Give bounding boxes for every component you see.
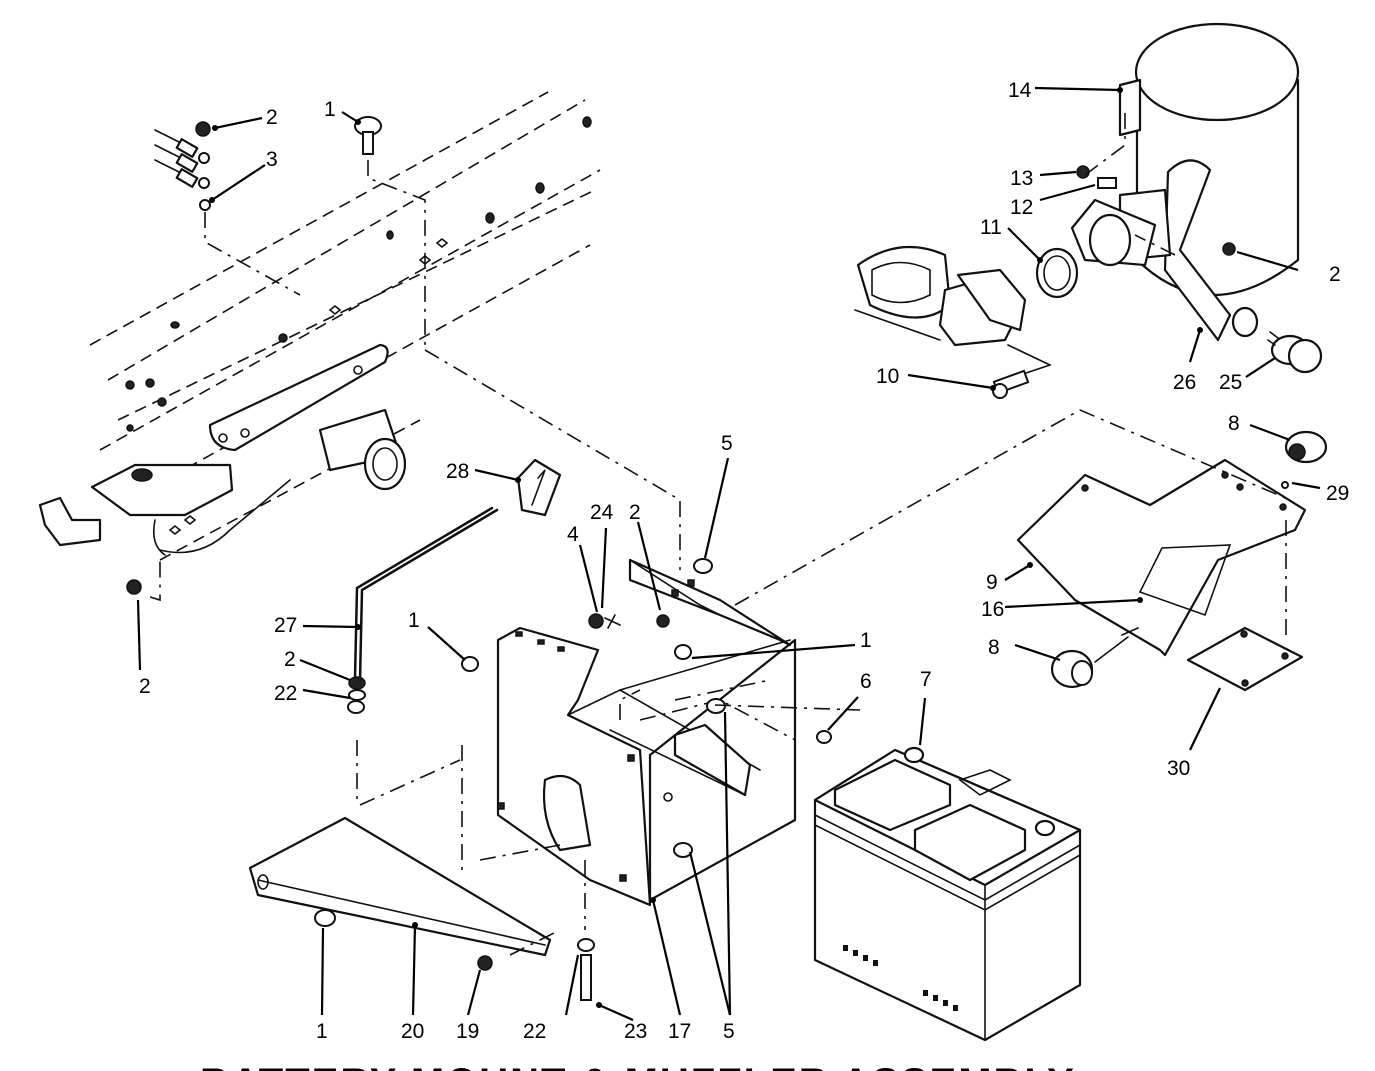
callout-1-bottom: 1 <box>316 1020 328 1043</box>
callout-7: 7 <box>920 668 932 691</box>
washer-22-rod <box>348 689 366 701</box>
leader-dots <box>209 87 1203 1008</box>
callout-27: 27 <box>274 614 297 637</box>
muffler <box>1070 22 1300 342</box>
phantom-lines <box>424 234 1291 711</box>
callout-8-upper: 8 <box>1228 412 1240 435</box>
callout-2-left: 2 <box>139 675 151 698</box>
callout-3: 3 <box>266 148 278 171</box>
callout-22-bottom: 22 <box>523 1020 546 1043</box>
battery-tray <box>461 558 797 907</box>
nut-2-rod <box>348 676 366 690</box>
callout-11: 11 <box>980 216 1002 239</box>
callout-29: 29 <box>1326 482 1349 505</box>
access-panel <box>1016 458 1307 692</box>
bolt-12 <box>1097 177 1117 189</box>
callout-8-lower: 8 <box>988 636 1000 659</box>
callout-17: 17 <box>668 1020 691 1043</box>
callout-1-box-left: 1 <box>408 609 420 632</box>
rod-27 <box>347 506 499 714</box>
battery <box>813 746 1082 1042</box>
callout-2-top: 2 <box>266 106 278 129</box>
callout-2-box: 2 <box>629 501 641 524</box>
bolt-10 <box>992 369 1030 399</box>
callout-6: 6 <box>860 670 872 693</box>
callout-labels: 1 1 1 1 2 2 2 2 2 2 3 4 5 5 6 7 8 8 9 10… <box>139 79 1349 1043</box>
nut-2-lower-left <box>126 560 161 602</box>
callout-16: 16 <box>981 598 1004 621</box>
callout-9: 9 <box>986 571 998 594</box>
callout-26: 26 <box>1173 371 1196 394</box>
callout-5-top: 5 <box>721 432 733 455</box>
callout-30: 30 <box>1167 757 1190 780</box>
knob-8-lower <box>1050 636 1129 689</box>
callout-20: 20 <box>401 1020 424 1043</box>
callout-23: 23 <box>624 1020 647 1043</box>
exhaust-manifold <box>854 245 1079 376</box>
mount-bracket <box>38 343 407 556</box>
callout-1-box-right: 1 <box>860 629 872 652</box>
bracket-28 <box>516 458 562 517</box>
callout-28: 28 <box>446 460 469 483</box>
callout-5-bottom: 5 <box>723 1020 735 1043</box>
screw-29 <box>1281 481 1289 489</box>
bottom-plate <box>248 759 595 1001</box>
hose-ends <box>154 121 301 296</box>
box-hardware <box>461 558 832 858</box>
connector-25 <box>1267 331 1323 374</box>
diagram-title: BATTERY MOUNT & MUFFLER ASSEMBLY <box>200 1061 1076 1071</box>
bolt-1-top <box>354 116 426 350</box>
callout-12: 12 <box>1010 196 1033 219</box>
callout-24: 24 <box>590 501 614 524</box>
callout-25: 25 <box>1219 371 1242 394</box>
washer-13 <box>1076 165 1090 179</box>
callout-19: 19 <box>456 1020 479 1043</box>
callout-10: 10 <box>876 365 899 388</box>
callout-2-muffler: 2 <box>1329 263 1341 286</box>
callout-13: 13 <box>1010 167 1033 190</box>
callout-2-rod: 2 <box>284 648 296 671</box>
callout-4: 4 <box>567 523 579 546</box>
callout-22-rod: 22 <box>274 682 297 705</box>
leader-lines <box>136 86 1321 1022</box>
callout-14: 14 <box>1008 79 1032 102</box>
callout-1-top: 1 <box>324 98 336 121</box>
knob-8-upper <box>1284 430 1328 464</box>
